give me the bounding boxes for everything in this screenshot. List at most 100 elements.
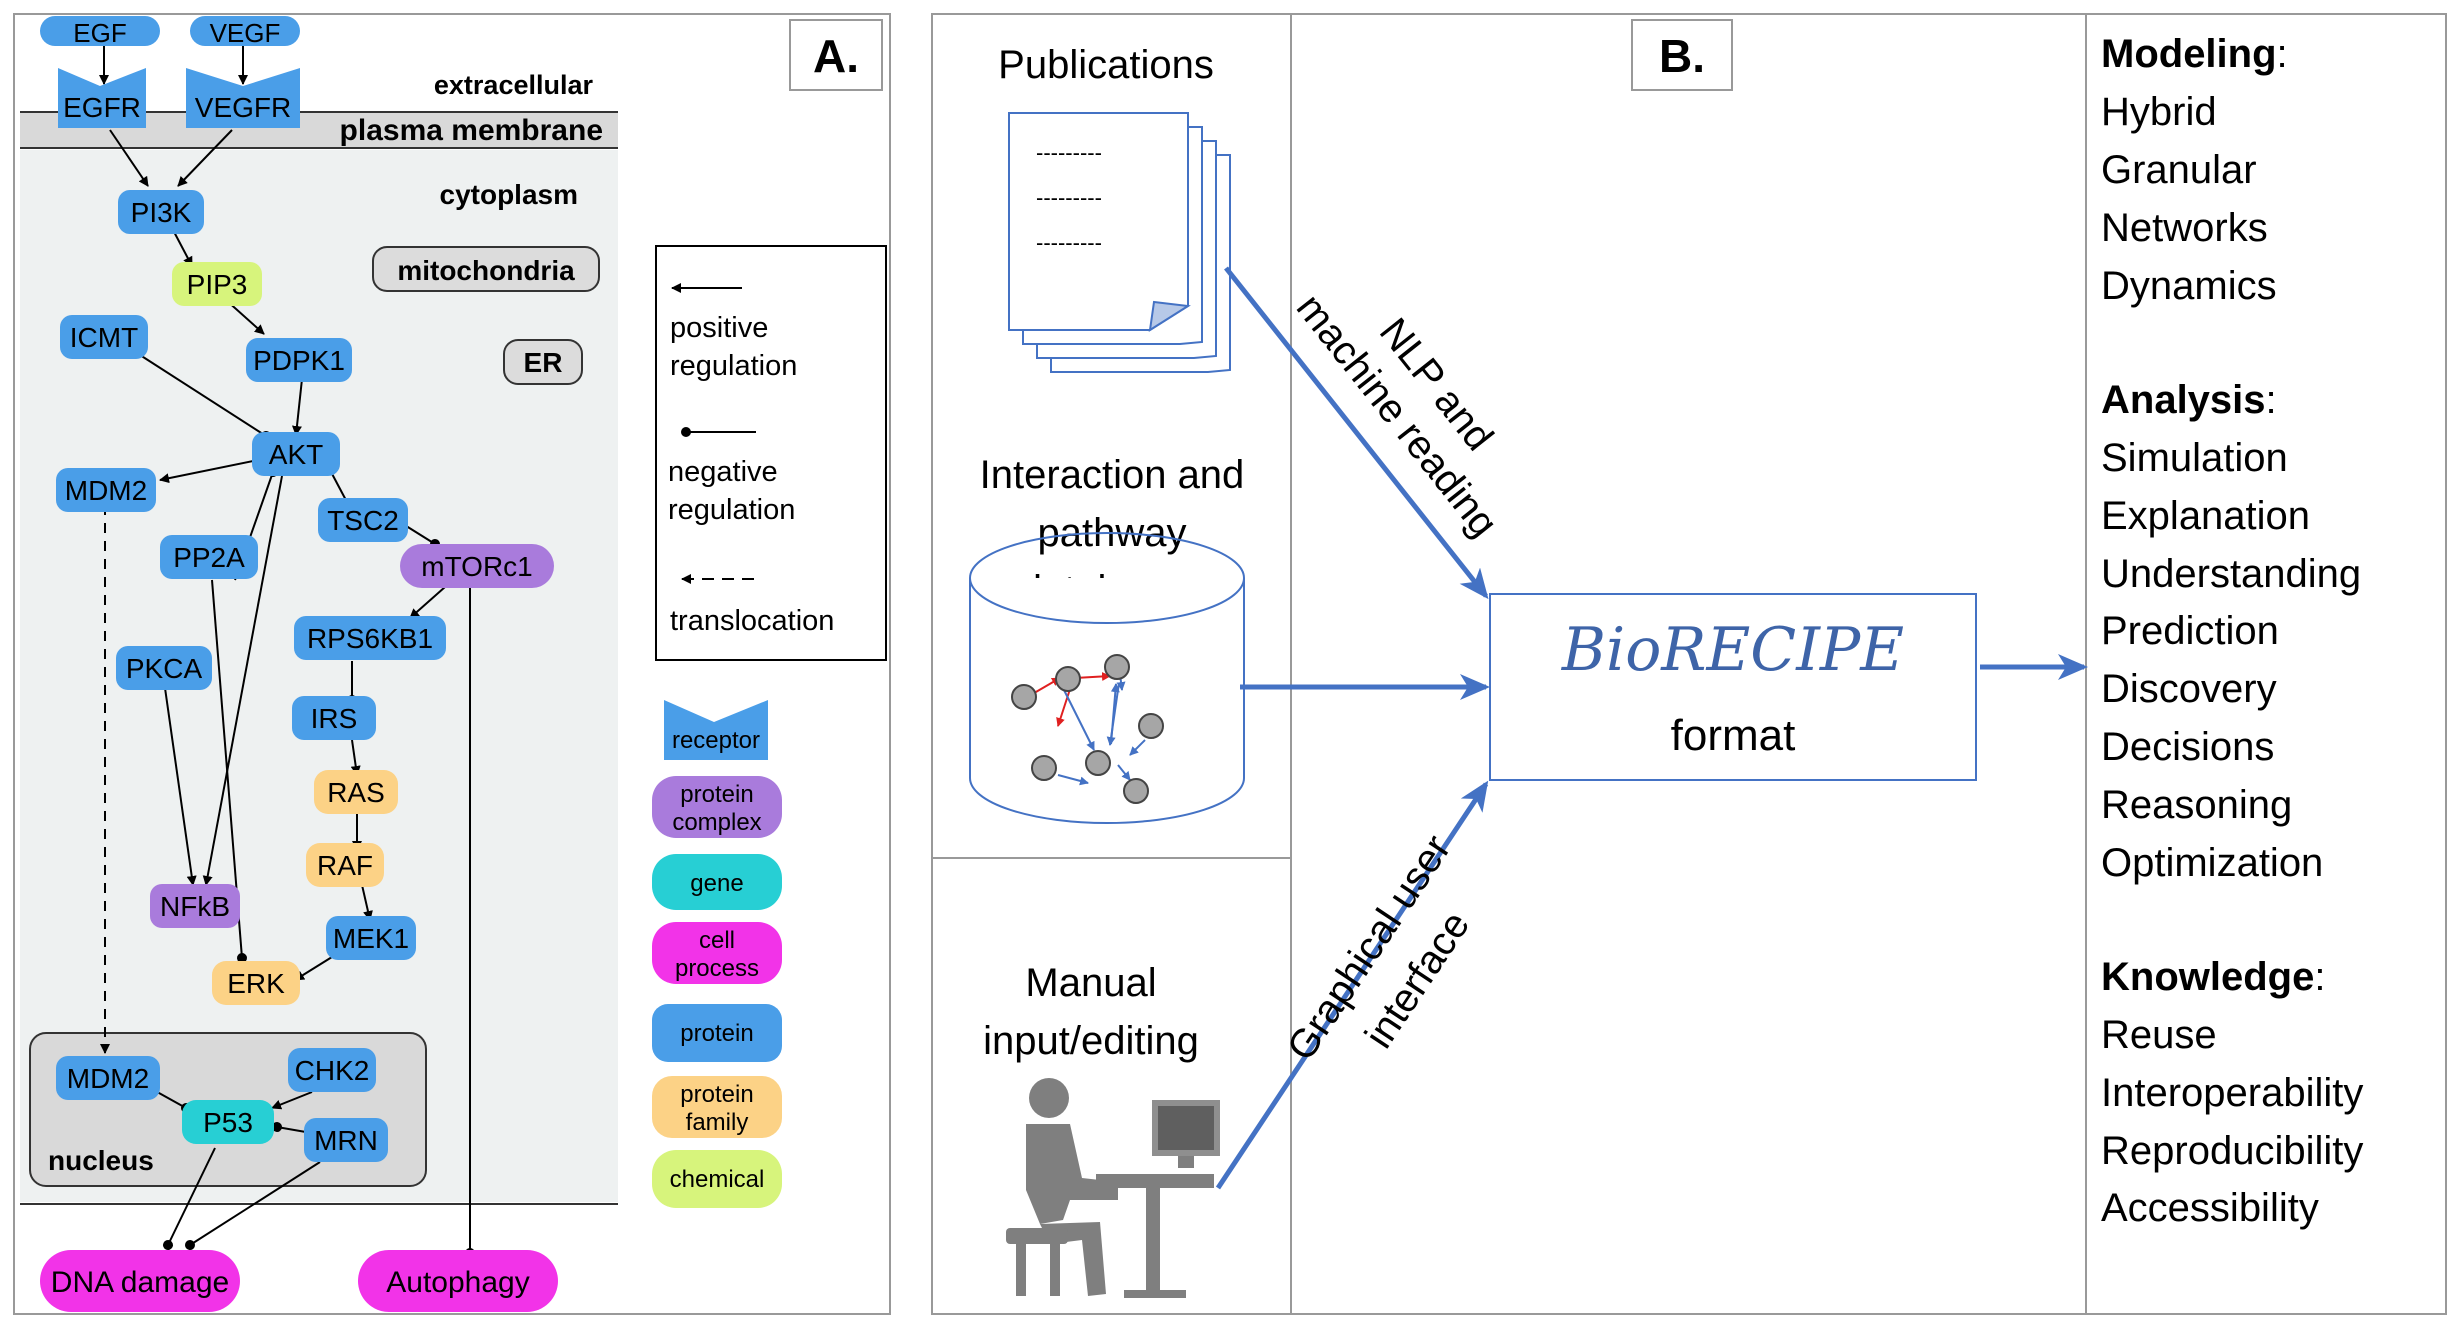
rps6kb1-node: RPS6KB1 <box>294 616 446 660</box>
flow-arrows <box>1215 266 2088 1190</box>
analysis-item: Optimization <box>2101 841 2323 885</box>
network-graph-icon <box>1011 654 1164 804</box>
person-at-computer-icon <box>1006 1078 1220 1298</box>
analysis-item: Explanation <box>2101 494 2310 538</box>
icmt-node: ICMT <box>60 315 148 359</box>
legend-protein-complex-line1: protein <box>680 781 753 808</box>
legend-protein-family-line1: protein <box>680 1081 753 1108</box>
knowledge-item: Reproducibility <box>2101 1129 2363 1173</box>
vegf-node: VEGF <box>190 16 300 48</box>
tsc2-node: TSC2 <box>318 498 408 542</box>
akt-node: AKT <box>252 432 340 476</box>
autophagy-label: Autophagy <box>386 1266 529 1299</box>
database-cylinder-icon <box>969 532 1245 824</box>
mrn-node: MRN <box>304 1118 388 1162</box>
nfkb-node: NFkB <box>150 884 240 928</box>
legend-negative-line1: negative <box>668 456 778 488</box>
pi3k-node: PI3K <box>118 190 204 234</box>
chk2-node: CHK2 <box>288 1048 376 1092</box>
mitochondria-compartment <box>372 246 600 292</box>
p53-label: P53 <box>203 1107 253 1138</box>
raf-label: RAF <box>317 850 373 881</box>
vegf-label: VEGF <box>210 18 281 48</box>
pkca-label: PKCA <box>126 653 203 684</box>
manual-label-line2: input/editing <box>983 1019 1199 1063</box>
dna-damage-node: DNA damage <box>40 1250 240 1312</box>
legend-receptor: receptor <box>672 727 760 754</box>
erk-node: ERK <box>212 961 300 1005</box>
plasma-membrane-label: plasma membrane <box>340 114 603 147</box>
modeling-heading: Modeling: <box>2101 32 2288 76</box>
analysis-heading: Analysis: <box>2101 378 2277 422</box>
legend-translocation: translocation <box>670 605 834 637</box>
egfr-label: EGFR <box>63 92 141 123</box>
panel-b-label: B. <box>1659 30 1705 82</box>
legend-protein: protein <box>680 1020 753 1047</box>
extracellular-label: extracellular <box>434 70 594 100</box>
analysis-item: Simulation <box>2101 436 2288 480</box>
mek1-node: MEK1 <box>326 916 416 960</box>
panel-a: A. extracellular plasma membrane cytopla… <box>13 13 891 1315</box>
legend-positive-line2: regulation <box>670 350 797 382</box>
cytoplasm-label: cytoplasm <box>440 179 579 210</box>
doc-line-2: --------- <box>1036 185 1102 210</box>
modeling-item: Dynamics <box>2101 264 2277 308</box>
outcomes-column: Modeling: Hybrid Granular Networks Dynam… <box>2101 32 2363 1230</box>
icmt-label: ICMT <box>70 322 138 353</box>
egf-node: EGF <box>40 16 160 48</box>
vegfr-label: VEGFR <box>195 92 291 123</box>
vegfr-node: VEGFR <box>186 68 300 128</box>
analysis-item: Understanding <box>2101 552 2361 596</box>
dna-damage-label: DNA damage <box>51 1266 229 1299</box>
raf-node: RAF <box>306 843 384 887</box>
er-compartment <box>503 339 583 385</box>
modeling-item: Hybrid <box>2101 90 2217 134</box>
doc-line-3: --------- <box>1036 230 1102 255</box>
ras-label: RAS <box>327 777 385 808</box>
doc-line-1: --------- <box>1036 140 1102 165</box>
type-legend: receptor protein complex gene cell proce… <box>652 700 782 1208</box>
biorecipe-title: BioRECIPE <box>1561 615 1904 685</box>
legend-protein-family-line2: family <box>686 1109 749 1136</box>
network-nodes: PI3K PIP3 ICMT PDPK1 AKT MDM2 PP2A TSC2 … <box>40 190 558 1312</box>
irs-label: IRS <box>311 703 358 734</box>
knowledge-item: Interoperability <box>2101 1071 2363 1115</box>
pip3-node: PIP3 <box>172 262 262 306</box>
mitochondria-label: mitochondria <box>397 255 575 286</box>
mek1-label: MEK1 <box>333 923 409 954</box>
databases-label-line1: Interaction and <box>980 453 1245 497</box>
irs-node: IRS <box>292 696 376 740</box>
publications-label: Publications <box>998 43 1214 87</box>
panel-b: B. Publications --------- --------- ----… <box>931 13 2447 1315</box>
analysis-item: Prediction <box>2101 609 2279 653</box>
egf-label: EGF <box>73 18 126 48</box>
er-label: ER <box>524 347 563 378</box>
format-label: format <box>1671 711 1796 760</box>
modeling-item: Networks <box>2101 206 2268 250</box>
nfkb-label: NFkB <box>160 891 230 922</box>
legend-cell-process-line2: process <box>675 955 759 982</box>
pkca-node: PKCA <box>116 646 212 690</box>
legend-protein-complex-line2: complex <box>672 809 761 836</box>
legend-chemical: chemical <box>670 1166 765 1193</box>
rps6kb1-label: RPS6KB1 <box>307 623 433 654</box>
panel-a-label: A. <box>813 30 859 82</box>
knowledge-heading: Knowledge: <box>2101 955 2325 999</box>
pdpk1-label: PDPK1 <box>253 345 345 376</box>
analysis-item: Discovery <box>2101 667 2277 711</box>
knowledge-item: Accessibility <box>2101 1186 2319 1230</box>
mdm2-nucleus-node: MDM2 <box>56 1056 160 1100</box>
biorecipe-format-box <box>1489 593 1977 781</box>
autophagy-node: Autophagy <box>358 1250 558 1312</box>
analysis-item: Reasoning <box>2101 783 2292 827</box>
document-stack-icon: --------- --------- --------- <box>1008 112 1231 373</box>
mrn-label: MRN <box>314 1125 378 1156</box>
egfr-node: EGFR <box>58 68 146 128</box>
pdpk1-node: PDPK1 <box>246 338 352 382</box>
modeling-item: Granular <box>2101 148 2257 192</box>
mtorc1-label: mTORc1 <box>421 551 533 582</box>
pip3-label: PIP3 <box>187 269 248 300</box>
tsc2-label: TSC2 <box>327 505 399 536</box>
nucleus-label: nucleus <box>48 1145 154 1176</box>
